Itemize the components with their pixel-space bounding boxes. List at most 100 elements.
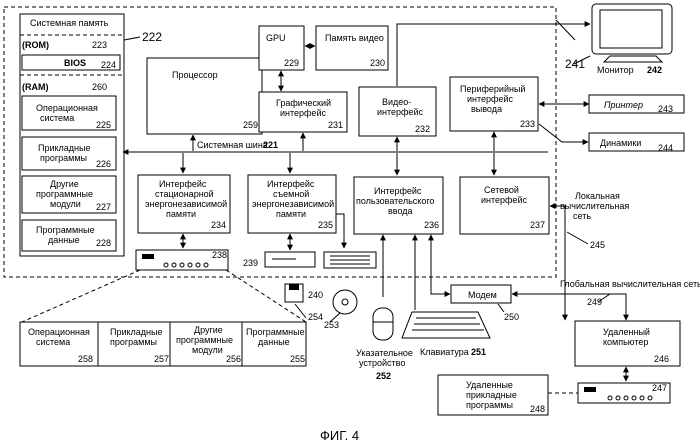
ui-line3: ввода [388,206,413,216]
vif-line2: интерфейс [377,107,423,117]
apps-num: 226 [96,159,111,169]
ref-254: 254 [308,312,323,322]
ra-line3: программы [466,400,513,410]
rm-line1: Интерфейс [267,179,315,189]
keyboard-num: 251 [471,347,486,357]
rm-line3: энергонезависимой [252,199,334,209]
system-bus-num: 221 [263,140,278,150]
video-memory-num: 230 [370,58,385,68]
ui-line1: Интерфейс [374,186,422,196]
bios-label: BIOS [64,58,86,68]
modules-line3: модули [50,199,81,209]
lan-line2: вычислительная [560,201,629,211]
system-memory-label: Системная память [30,18,109,28]
pif-line2: интерфейс [467,94,513,104]
modules-num: 227 [96,202,111,212]
ra-line1: Удаленные [466,380,513,390]
lan-line3: сеть [573,211,591,221]
keyboard-icon [402,312,490,338]
pointer-num: 252 [376,371,391,381]
gpu-num: 229 [284,58,299,68]
lan-num: 245 [590,240,605,250]
net-line1: Сетевой [484,185,519,195]
monitor-num: 242 [647,65,662,75]
b-mod-line2: программные [176,335,233,345]
nr-line4: памяти [166,209,196,219]
os-num: 225 [96,120,111,130]
pointer-line2: устройство [359,358,405,368]
vif-line1: Видео- [382,97,411,107]
wan-num: 249 [587,297,602,307]
monitor-label: Монитор [597,65,634,75]
net-num: 237 [530,220,545,230]
ref-253: 253 [324,320,339,330]
ra-num: 248 [530,404,545,414]
pdata-num: 228 [96,238,111,248]
b-mod-line3: модули [192,345,223,355]
keyboard-label: Клавиатура [420,347,469,357]
ram-num: 260 [92,82,107,92]
b-data-num: 255 [290,354,305,364]
b-mod-num: 256 [226,354,241,364]
bios-num: 224 [101,60,116,70]
nr-line3: энергонезависимой [145,199,227,209]
b-data-line1: Программные [246,327,305,337]
rom-label: (ROM) [22,40,49,50]
gpu-label: GPU [266,33,286,43]
pif-line3: вывода [471,104,502,114]
hard-drive-num: 238 [212,250,227,260]
os-line1: Операционная [36,103,98,113]
b-apps-line1: Прикладные [110,327,163,337]
cd-disc-icon [333,290,357,314]
b-os-num: 258 [78,354,93,364]
mouse-icon [373,308,393,340]
printer-num: 243 [658,104,673,114]
os-line2: система [40,113,74,123]
nr-line1: Интерфейс [159,179,207,189]
modem-label: Модем [468,290,497,300]
processor-num: 259 [243,120,258,130]
rc-line1: Удаленный [603,327,650,337]
ref-241: 241 [565,57,585,71]
pif-num: 233 [520,119,535,129]
ui-num: 236 [424,220,439,230]
rc-num: 246 [654,354,669,364]
rc-line2: компьютер [603,337,648,347]
apps-line1: Прикладные [38,143,91,153]
ref-240: 240 [308,290,323,300]
printer-label: Принтер [604,100,643,110]
gfx-line1: Графический [276,98,331,108]
ra-line2: прикладные [466,390,517,400]
pointer-line1: Указательное [356,348,413,358]
vif-num: 232 [415,124,430,134]
b-apps-line2: программы [110,337,157,347]
apps-line2: программы [40,153,87,163]
rm-num: 235 [318,220,333,230]
figure-caption: ФИГ. 4 [320,428,359,443]
rm-line4: памяти [276,209,306,219]
processor-label: Процессор [172,70,218,80]
ram-label: (RAM) [22,82,49,92]
pdata-line1: Программные [36,225,95,235]
ref-239: 239 [243,258,258,268]
video-memory-label: Память видео [325,33,384,43]
gfx-line2: интерфейс [280,108,326,118]
pdata-line2: данные [48,235,80,245]
b-data-line2: данные [258,337,290,347]
pif-line1: Периферийный [460,84,525,94]
b-os-line1: Операционная [28,327,90,337]
nr-line2: стационарной [155,189,214,199]
rom-num: 223 [92,40,107,50]
net-line2: интерфейс [481,195,527,205]
speakers-label: Динамики [600,138,641,148]
b-mod-line1: Другие [194,325,223,335]
modem-num: 250 [504,312,519,322]
system-bus-label: Системная шина [197,140,268,150]
ui-line2: пользовательского [356,196,434,206]
rm-line2: съемной [273,189,309,199]
modules-line1: Другие [50,179,79,189]
system-memory-ref: 222 [142,30,162,44]
gfx-num: 231 [328,120,343,130]
lan-line1: Локальная [575,191,620,201]
